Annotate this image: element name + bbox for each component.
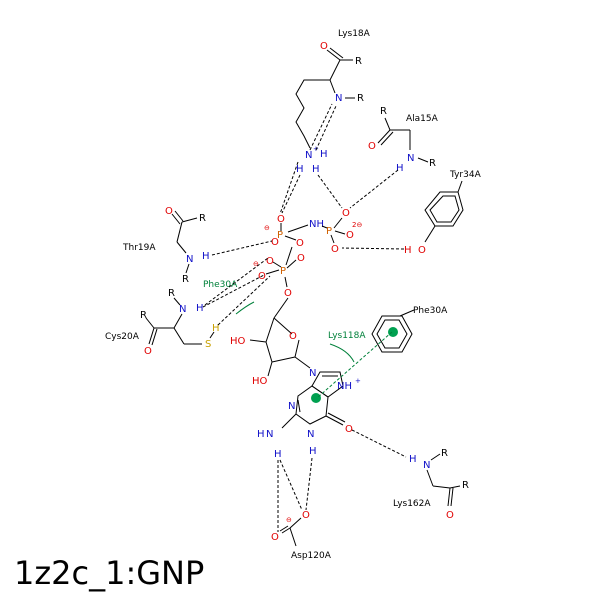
atom-n-lys18: N (335, 93, 342, 104)
atom-r-cys20-a: R (168, 288, 175, 299)
atom-r-lys18-b: R (357, 93, 364, 104)
residue-label-lys18: Lys18A (338, 29, 371, 39)
atom-o-alpha-3: O (297, 253, 305, 264)
atom-r-ala15-a: R (380, 106, 387, 117)
atom-o-gamma-2: O (346, 230, 354, 241)
two-minus-gamma: 2⊖ (352, 221, 362, 229)
atom-o-lys18: O (320, 41, 328, 52)
atom-n-cys20: N (179, 304, 186, 315)
residue-thr19: O R Thr19A N H R (122, 206, 210, 285)
atom-o-beta-2: O (271, 237, 279, 248)
residue-tyr34: Tyr34A O H (404, 170, 482, 256)
contact-lys118: Lys118A (328, 331, 366, 363)
atom-o-tyr34: O (418, 245, 426, 256)
aromatic-centroid-guanine (311, 393, 321, 403)
atom-n-lys18-side: N (305, 150, 312, 161)
residue-label-asp120: Asp120A (291, 551, 332, 561)
atom-r-lys162-a: R (441, 448, 448, 459)
plus-guanine: + (355, 377, 361, 385)
atom-n-amine: N (266, 429, 273, 440)
atom-n-ala15: N (407, 153, 414, 164)
phosphate-chain: P O O O 2⊖ NH P O ⊖ O O P O ⊖ O O O (253, 208, 362, 299)
atom-r-lys162-b: R (462, 480, 469, 491)
atom-s-cys20: S (205, 339, 211, 350)
atom-h-cys20: H (196, 303, 204, 314)
atom-o-beta-3: O (296, 238, 304, 249)
atom-n9-guanine: N (309, 368, 316, 379)
residue-label-lys162: Lys162A (393, 499, 431, 509)
atom-r-lys18-a: R (355, 56, 362, 67)
residue-label-ala15: Ala15A (406, 114, 439, 124)
ribose-ring: O HO HO (230, 297, 311, 387)
atom-p-gamma: P (326, 226, 332, 237)
atom-nh-bridge: NH (309, 219, 324, 230)
residue-label-cys20: Cys20A (105, 332, 140, 342)
atom-r-thr19-a: R (199, 213, 206, 224)
atom-h-cys20-sh: H (212, 323, 220, 334)
atom-n3-guanine: N (288, 401, 295, 412)
atom-o-cys20: O (144, 346, 152, 357)
residue-label-phe30-contact: Phe30A (203, 280, 238, 290)
residue-lys18: Lys18A O R N R N + H H H (295, 29, 371, 175)
atom-h-thr19: H (202, 251, 210, 262)
minus-alpha: ⊖ (253, 260, 259, 268)
atom-h-amine: H (257, 429, 265, 440)
residue-phe30-ring: Phe30A (316, 306, 448, 399)
atom-n-thr19: N (186, 254, 193, 265)
atom-n1-guanine: N (307, 429, 314, 440)
minus-asp120: ⊖ (286, 516, 292, 524)
residue-label-thr19: Thr19A (122, 243, 156, 253)
atom-o-ribose: O (289, 331, 297, 342)
atom-h3-lys18: H (312, 164, 320, 175)
atom-o-asp120-1: O (302, 510, 310, 521)
residue-asp120: ⊖ O O Asp120A (271, 510, 332, 561)
aromatic-centroid-phe30 (388, 327, 398, 337)
contact-phe30: Phe30A (203, 280, 255, 315)
atom-h-tyr34: H (404, 245, 412, 256)
residue-ala15: R Ala15A O N R H (368, 106, 439, 174)
page-title: 1z2c_1:GNP (14, 554, 204, 592)
atom-o-asp120-2: O (271, 532, 279, 543)
atom-r-thr19-b: R (182, 274, 189, 285)
atom-ho-ribose-3: HO (252, 376, 268, 387)
residue-label-phe30-ring: Phe30A (413, 306, 448, 316)
atom-nh-guanine-n7: NH (337, 381, 352, 392)
atom-h-ala15: H (396, 163, 404, 174)
atom-o6-guanine: O (345, 424, 353, 435)
residue-lys162: H N R Lys162A R O (393, 448, 469, 521)
atom-o-lys162: O (446, 510, 454, 521)
atom-h1-lys18: H (320, 149, 328, 160)
atom-n-lys162: N (423, 460, 430, 471)
residue-label-tyr34: Tyr34A (449, 170, 482, 180)
atom-o-gamma-1: O (342, 208, 350, 219)
atom-h-lys162: H (409, 454, 417, 465)
guanine-base: N NH + N N H O H N H (257, 368, 361, 460)
atom-o-gamma-3: O (331, 244, 339, 255)
atom-ho-ribose-2: HO (230, 336, 246, 347)
residue-cys20: R N H R Cys20A O S H (105, 288, 220, 357)
atom-o-thr19: O (165, 206, 173, 217)
hydrogen-bonds (202, 103, 407, 532)
atom-r-ala15-b: R (429, 158, 436, 169)
atom-p-beta: P (277, 230, 283, 241)
atom-h-amine-2: H (274, 449, 282, 460)
atom-o-beta-1: O (277, 214, 285, 225)
atom-p-alpha: P (280, 266, 286, 277)
minus-beta: ⊖ (264, 224, 270, 232)
atom-h-guanine-n1: H (309, 446, 317, 457)
atom-o-alpha-2: O (266, 256, 274, 267)
atom-h2-lys18: H (296, 164, 304, 175)
atom-o-ala15: O (368, 141, 376, 152)
residue-label-lys118: Lys118A (328, 331, 366, 341)
atom-r-cys20-b: R (140, 310, 147, 321)
atom-o-alpha-5: O (284, 288, 292, 299)
